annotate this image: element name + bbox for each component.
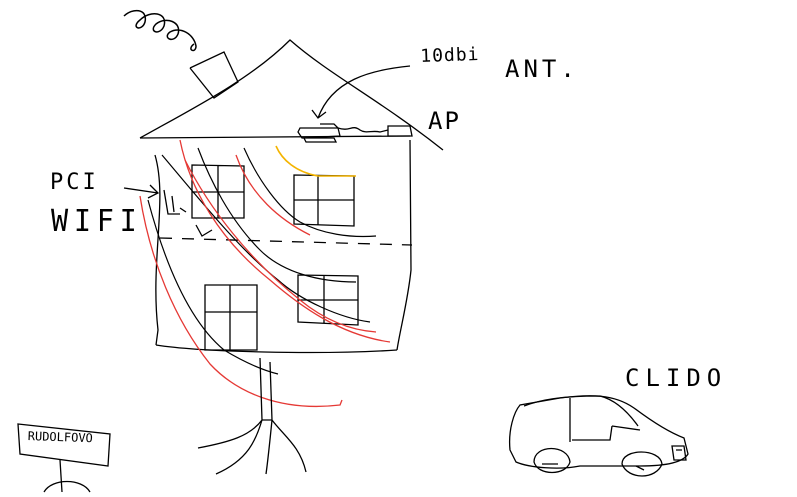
access-point-label: AP: [428, 107, 461, 135]
car-wheel-front: [621, 451, 663, 477]
signal-wave-red-1: [179, 139, 391, 343]
floor-divider: [159, 237, 413, 246]
car-body: [508, 395, 689, 469]
pci-arrow: [123, 184, 160, 199]
pc-wifi-card: [163, 189, 213, 237]
chimney-smoke: [123, 9, 197, 52]
signal-wave-black-3: [243, 147, 377, 238]
chimney: [189, 51, 239, 99]
sign-text: RUDOLFOVO: [27, 429, 94, 446]
access-point-cable: [337, 127, 389, 133]
antenna: [387, 125, 413, 137]
pci-label: PCI: [50, 170, 99, 195]
roof-eave: [139, 135, 411, 139]
signal-wave-red-4: [184, 159, 377, 333]
house-wall-bottom: [155, 344, 398, 354]
signal-wave-black-2: [197, 147, 357, 283]
car-roof-windows: [523, 395, 641, 442]
access-point-device: [297, 123, 341, 143]
wifi-label: WIFI: [51, 204, 143, 239]
car-name-label: CLIDO: [625, 364, 728, 392]
house-wall-left: [154, 154, 161, 346]
window-lower-left: [204, 284, 258, 351]
car-headlight: [671, 445, 687, 461]
antenna-gain-label: 10dbi: [419, 43, 480, 67]
roof: [139, 39, 444, 151]
signal-wave-red-2: [235, 154, 311, 236]
car-wheel-rear: [533, 448, 571, 474]
antenna-pointer-arrow: [311, 65, 411, 119]
signal-wave-red-3: [139, 195, 343, 408]
window-upper-right: [293, 174, 355, 227]
sign-board: [17, 423, 111, 467]
signal-wave-black-4: [147, 199, 279, 375]
antenna-type-label: ANT.: [505, 55, 579, 83]
sign-post: [43, 459, 91, 493]
tree-trunk: [197, 357, 307, 475]
signal-wave-yellow: [275, 145, 356, 177]
house-wall-right: [396, 139, 412, 351]
